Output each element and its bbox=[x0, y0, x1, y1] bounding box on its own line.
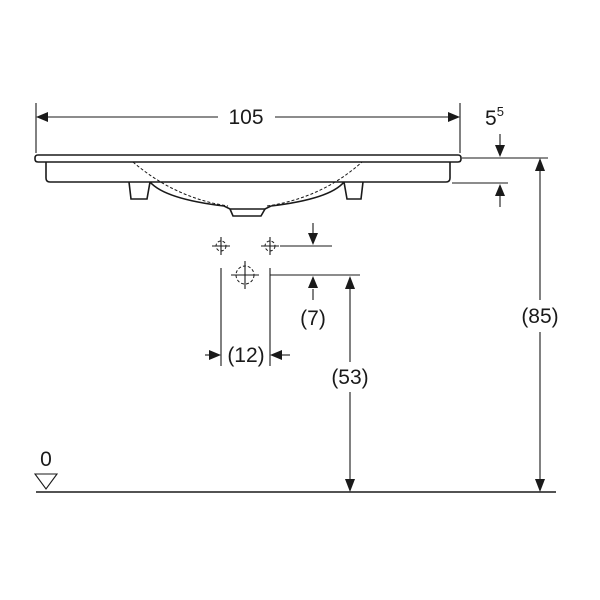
basin-bowl bbox=[149, 181, 345, 210]
tap-spacing-arrow-right-icon bbox=[209, 350, 221, 360]
level-triangle-icon bbox=[33, 473, 59, 490]
drain-hole-icon bbox=[231, 261, 259, 289]
tap-offset-arrow-down-icon bbox=[308, 233, 318, 245]
tap-hole-right-icon bbox=[261, 237, 279, 255]
width-label: 105 bbox=[228, 106, 263, 129]
arrowhead-right-icon bbox=[448, 112, 460, 122]
rim-thickness-base: 5 bbox=[485, 107, 497, 130]
basin-apron bbox=[45, 162, 451, 183]
tap-spacing-dimension: (12) bbox=[205, 268, 290, 367]
tap-spacing-label: (12) bbox=[227, 344, 264, 367]
arrowhead-left-icon bbox=[36, 112, 48, 122]
basin-left-foot bbox=[128, 181, 151, 200]
floor-level: 0 bbox=[33, 448, 556, 493]
drain-height-arrow-up-icon bbox=[345, 276, 355, 289]
rim-thickness-dimension: 55 bbox=[452, 104, 548, 207]
tap-offset-arrow-up-icon bbox=[308, 276, 318, 288]
height-arrow-up-icon bbox=[535, 158, 545, 171]
basin-right-foot bbox=[343, 181, 364, 200]
tap-hole-left-icon bbox=[212, 237, 230, 255]
drain-height-arrow-down-icon bbox=[345, 479, 355, 492]
washbasin bbox=[34, 154, 462, 217]
drain-height-label: (53) bbox=[331, 366, 368, 389]
rim-thickness-superscript: 5 bbox=[497, 104, 504, 119]
rim-thickness-label: 55 bbox=[485, 104, 504, 130]
basin-drain-outlet bbox=[229, 208, 266, 217]
floor-level-label: 0 bbox=[40, 448, 52, 471]
tap-spacing-arrow-left-icon bbox=[270, 350, 282, 360]
rim-arrow-down-icon bbox=[495, 145, 505, 157]
bowl-hidden-contour-right bbox=[266, 161, 363, 207]
height-arrow-down-icon bbox=[535, 479, 545, 492]
tap-offset-label: (7) bbox=[300, 307, 326, 330]
rim-arrow-up-icon bbox=[495, 184, 505, 196]
drain-height-dimension: (53) bbox=[270, 274, 369, 492]
basin-rim bbox=[34, 154, 462, 163]
width-dimension: 105 bbox=[35, 103, 461, 153]
overall-height-dimension: (85) bbox=[521, 158, 559, 492]
tap-offset-dimension: (7) bbox=[280, 223, 332, 330]
tap-holes bbox=[212, 237, 279, 289]
overall-height-label: (85) bbox=[521, 305, 558, 328]
bowl-hidden-contour-left bbox=[132, 161, 229, 207]
